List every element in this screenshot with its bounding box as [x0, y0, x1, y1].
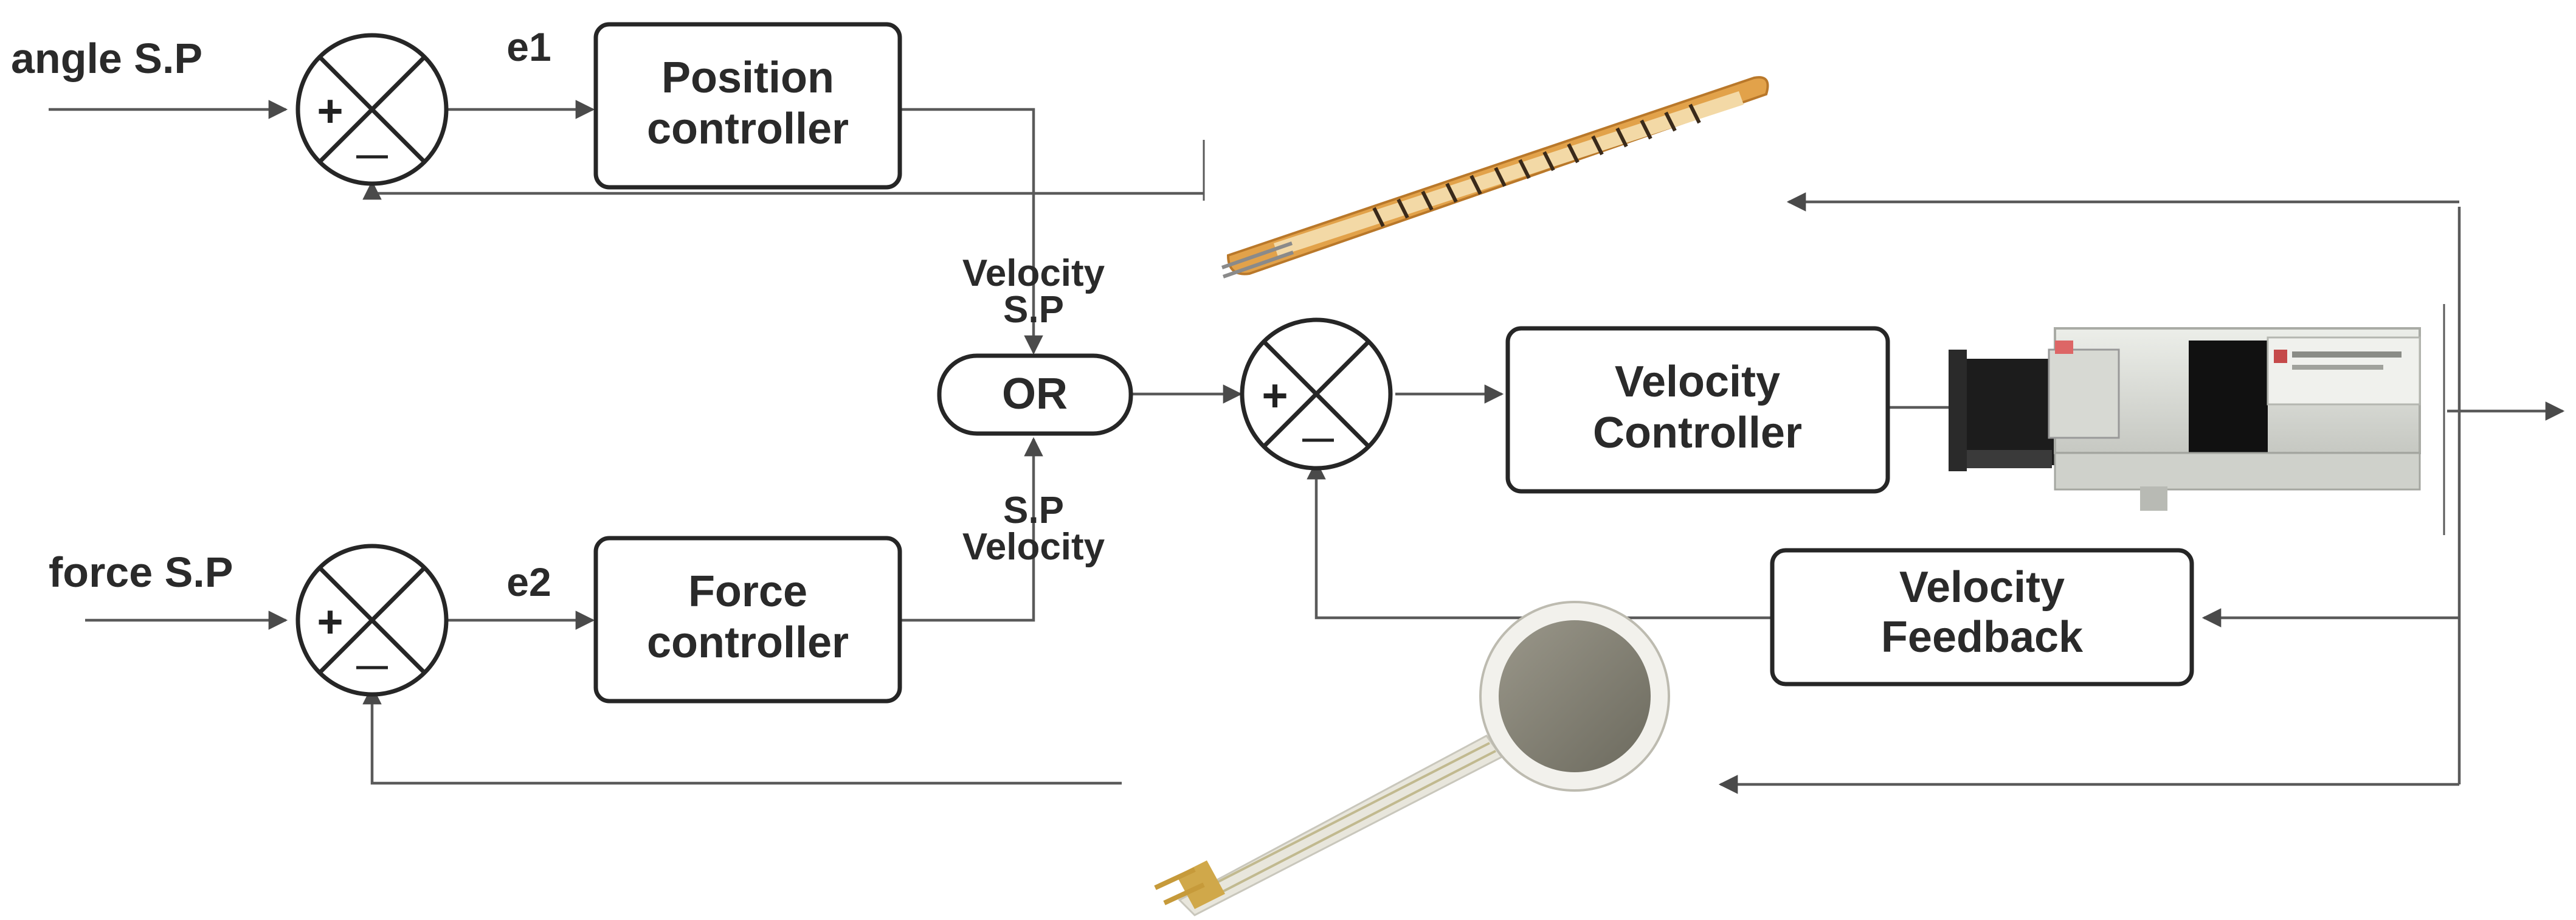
block-label-line2: controller: [647, 618, 849, 667]
summing-junction-force: + —: [295, 544, 449, 697]
junction-plus-sign: +: [1262, 370, 1288, 421]
signal-lines: [49, 100, 2565, 794]
error-e1-label: e1: [506, 24, 551, 69]
solenoid-valve-image: [1949, 327, 2421, 511]
flex-sensor-image: [1221, 76, 1769, 278]
setpoint-velocity-label-line1: S.P: [1003, 489, 1064, 531]
or-gate-block: OR: [937, 353, 1133, 436]
velocity-setpoint-label-line2: S.P: [1003, 289, 1064, 331]
block-label-line1: Velocity: [1615, 358, 1780, 406]
force-controller-block: Force controller: [593, 536, 902, 704]
junction-plus-sign: +: [317, 86, 343, 136]
velocity-controller-block: Velocity Controller: [1505, 326, 1890, 494]
block-label-line1: Force: [688, 567, 807, 616]
junction-minus-sign: —: [356, 648, 388, 683]
angle-setpoint-label: angle S.P: [11, 35, 202, 82]
force-setpoint-label: force S.P: [49, 548, 233, 596]
force-sensor-image: [1154, 601, 1670, 916]
error-e2-label: e2: [506, 559, 551, 604]
block-label-line2: Controller: [1593, 409, 1802, 457]
summing-junction-velocity: + —: [1240, 317, 1393, 471]
velocity-feedback-block: Velocity Feedback: [1770, 548, 2194, 687]
block-label-line1: Velocity: [1899, 563, 2065, 612]
velocity-setpoint-label-line1: Velocity: [962, 252, 1105, 294]
block-label-line2: controller: [647, 105, 849, 153]
or-gate-label: OR: [1002, 370, 1068, 418]
junction-minus-sign: —: [1302, 421, 1334, 456]
block-label-line2: Feedback: [1881, 613, 2084, 662]
summing-junction-angle: + —: [295, 33, 449, 186]
position-controller-block: Position controller: [593, 22, 902, 190]
block-label-line1: Position: [661, 54, 834, 102]
junction-minus-sign: —: [356, 137, 388, 173]
setpoint-velocity-label-line2: Velocity: [962, 526, 1105, 568]
junction-plus-sign: +: [317, 597, 343, 647]
